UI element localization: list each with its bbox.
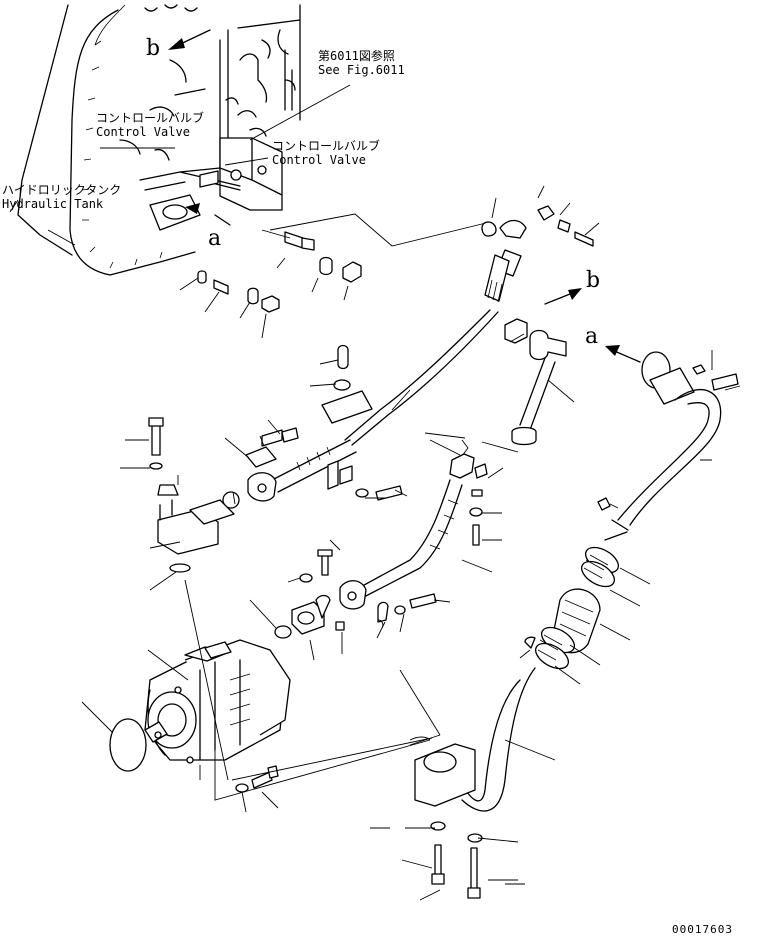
hose-clamps-and-joint <box>519 546 651 685</box>
tank-port-flange <box>139 167 241 231</box>
connection-mark-a-right: a <box>585 324 599 349</box>
hydraulic-tank-en: Hydraulic Tank <box>2 196 104 211</box>
pump-flange-parts <box>249 593 451 661</box>
pump-mounting-bolts <box>235 765 279 813</box>
see-fig-callout: 第6011図参照 See Fig.6011 <box>318 49 405 78</box>
connection-mark-b-top: b <box>146 36 161 61</box>
hydraulic-tank-outline <box>17 4 198 276</box>
hydraulic-tank-callout: ハイドロリックタンク Hydraulic Tank <box>2 183 122 212</box>
control-valve-left-callout: コントロールバルブ Control Valve <box>96 111 205 140</box>
see-fig-en: See Fig.6011 <box>318 62 405 77</box>
hydraulic-pump <box>81 563 431 801</box>
control-valve-body <box>119 4 301 211</box>
flange-bolts-bottom <box>370 821 525 901</box>
arrow-b-right <box>544 288 582 305</box>
drawing-number: 00017603 <box>672 923 733 936</box>
pump-side-fittings <box>120 417 235 555</box>
hydraulic-tank-jp: ハイドロリックタンク <box>2 183 122 197</box>
suction-pipe-right <box>597 350 741 541</box>
upper-hose-assembly <box>344 185 600 446</box>
valve-fittings <box>179 213 491 339</box>
arrow-b-top <box>168 29 211 50</box>
center-hose-assembly <box>222 344 411 509</box>
control-valve-left-jp: コントロールバルブ <box>96 111 205 125</box>
control-valve-right-en: Control Valve <box>272 152 366 167</box>
control-valve-right-callout: コントロールバルブ Control Valve <box>272 139 381 168</box>
elbow-fitting-and-tube <box>424 318 575 457</box>
connection-mark-b-right: b <box>586 268 601 293</box>
pump-hose-center <box>287 439 504 610</box>
connection-mark-a-left: a <box>208 226 222 251</box>
arrow-a-left <box>185 203 231 226</box>
see-fig-jp: 第6011図参照 <box>318 49 395 63</box>
suction-pipe-lower <box>409 667 556 812</box>
control-valve-left-en: Control Valve <box>96 124 190 139</box>
callout-leaders <box>9 84 351 246</box>
control-valve-right-jp: コントロールバルブ <box>272 139 381 153</box>
arrow-a-right <box>605 345 641 363</box>
assembly-leaders <box>184 579 441 781</box>
